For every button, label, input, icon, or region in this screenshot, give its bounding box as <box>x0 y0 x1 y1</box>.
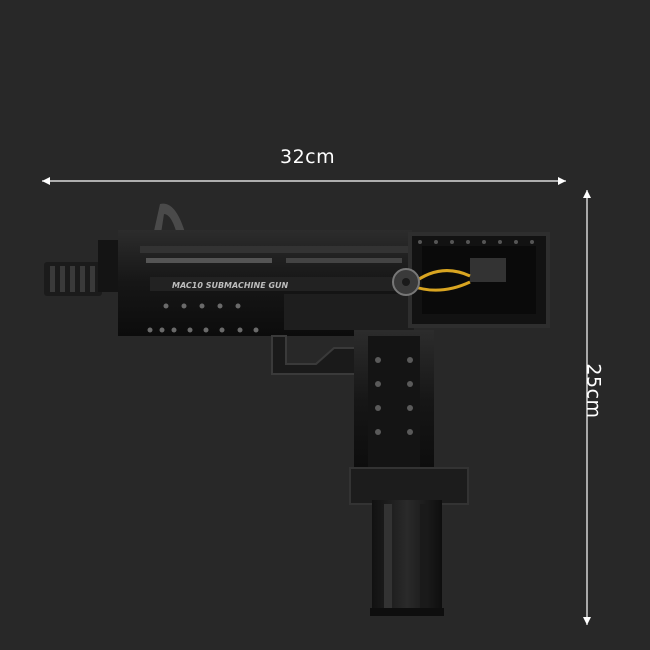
grip <box>354 330 434 474</box>
width-arrow-right <box>558 177 566 185</box>
rear-frame <box>392 232 550 328</box>
width-label: 32cm <box>280 146 336 168</box>
width-arrow-left <box>42 177 50 185</box>
height-label: 25cm <box>582 363 605 419</box>
height-arrow-bottom <box>583 617 591 625</box>
magazine <box>349 467 469 616</box>
receiver: MAC10 SUBMACHINE GUN <box>118 230 414 336</box>
barrel <box>44 240 120 296</box>
height-arrow-top <box>583 190 591 198</box>
trigger-guard <box>271 335 357 375</box>
engraving-text: MAC10 SUBMACHINE GUN <box>172 281 289 290</box>
